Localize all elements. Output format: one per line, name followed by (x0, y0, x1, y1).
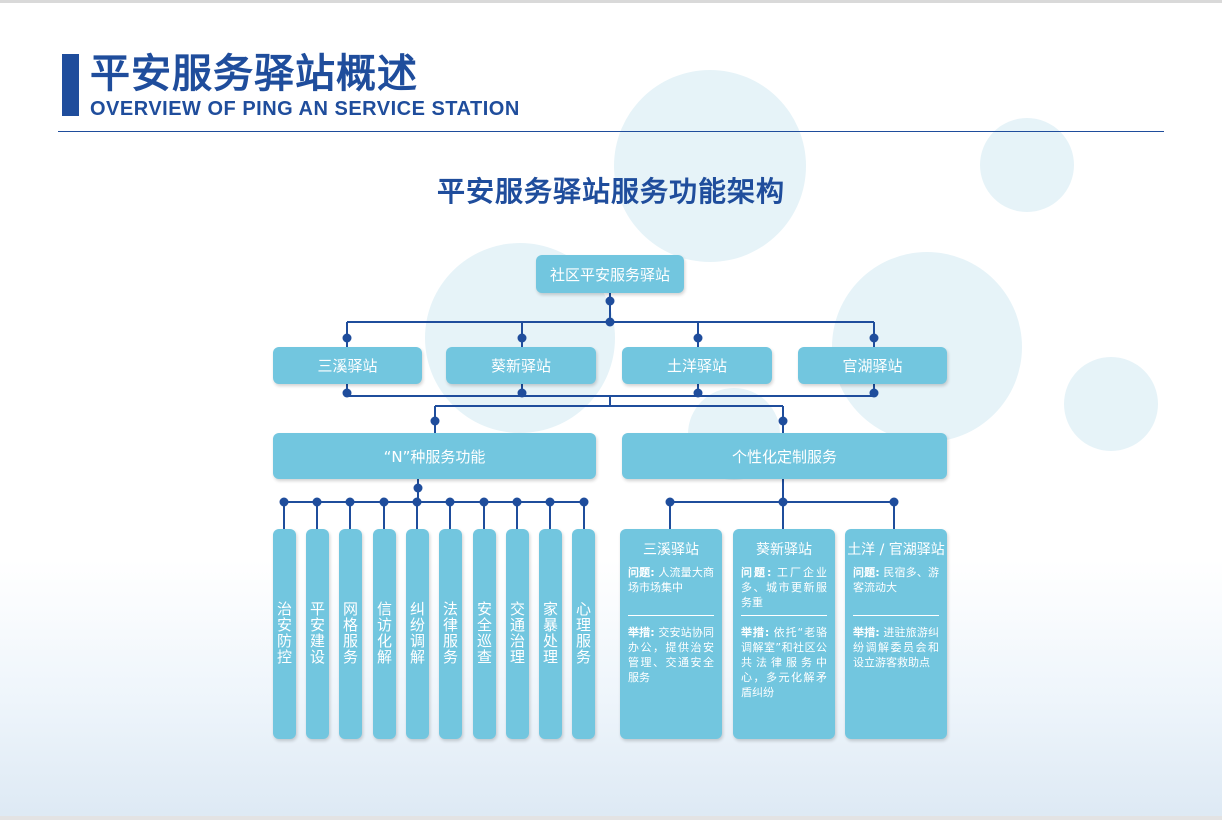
function-label: 家暴处理 (542, 600, 558, 666)
measure-label: 举措: (628, 626, 655, 639)
function-label: 法律服务 (442, 600, 458, 666)
function-box: 纠纷调解 (406, 529, 429, 739)
measure-text: 依托“老骆调解室”和社区公共法律服务中心，多元化解矛盾纠纷 (741, 626, 828, 699)
custom-measure: 举措: 交安站协同办公，提供治安管理、交通安全服务 (628, 625, 714, 685)
bottom-border (0, 816, 1222, 820)
custom-panel-sanxi: 三溪驿站 问题: 人流量大商场市场集中 举措: 交安站协同办公，提供治安管理、交… (620, 529, 722, 739)
measure-label: 举措: (741, 626, 770, 639)
custom-panel-title: 葵新驿站 (756, 542, 812, 558)
station-tuyang: 土洋驿站 (622, 347, 772, 384)
branch-n-services: “N”种服务功能 (273, 433, 596, 479)
function-label: 安全巡查 (476, 600, 492, 666)
custom-panel-tuyang-guanhu: 土洋 / 官湖驿站 问题: 民宿多、游客流动大 举措: 进驻旅游纠纷调解委员会和… (845, 529, 947, 739)
function-box: 网格服务 (339, 529, 362, 739)
page-subtitle: OVERVIEW OF PING AN SERVICE STATION (90, 98, 520, 120)
root-node: 社区平安服务驿站 (536, 255, 684, 293)
function-label: 平安建设 (309, 600, 325, 666)
custom-panel-kuixin: 葵新驿站 问题: 工厂企业多、城市更新服务重 举措: 依托“老骆调解室”和社区公… (733, 529, 835, 739)
problem-label: 问题: (628, 566, 655, 579)
title-accent-bar (62, 54, 79, 116)
top-border (0, 0, 1222, 3)
problem-text: 工厂企业多、城市更新服务重 (741, 566, 827, 609)
custom-measure: 举措: 依托“老骆调解室”和社区公共法律服务中心，多元化解矛盾纠纷 (741, 625, 827, 700)
function-box: 治安防控 (273, 529, 296, 739)
function-box: 平安建设 (306, 529, 329, 739)
custom-problem: 问题: 民宿多、游客流动大 (853, 565, 939, 595)
function-label: 交通治理 (509, 600, 525, 666)
panel-divider (853, 615, 939, 616)
measure-text: 交安站协同办公，提供治安管理、交通安全服务 (628, 626, 714, 684)
problem-label: 问题: (741, 566, 772, 579)
panel-divider (741, 615, 827, 616)
station-guanhu: 官湖驿站 (798, 347, 947, 384)
bg-bubble (614, 70, 806, 262)
measure-label: 举措: (853, 626, 880, 639)
bg-bubble (1064, 357, 1158, 451)
measure-text: 进驻旅游纠纷调解委员会和设立游客救助点 (853, 626, 939, 669)
function-box: 心理服务 (572, 529, 595, 739)
custom-measure: 举措: 进驻旅游纠纷调解委员会和设立游客救助点 (853, 625, 939, 670)
station-sanxi: 三溪驿站 (273, 347, 422, 384)
panel-divider (628, 615, 714, 616)
diagram-title: 平安服务驿站服务功能架构 (436, 175, 785, 208)
function-label: 心理服务 (575, 600, 591, 666)
page-title: 平安服务驿站概述 (90, 50, 418, 97)
function-label: 信访化解 (376, 600, 392, 666)
branch-custom-services: 个性化定制服务 (622, 433, 947, 479)
custom-problem: 问题: 工厂企业多、城市更新服务重 (741, 565, 827, 610)
function-box: 信访化解 (373, 529, 396, 739)
function-label: 纠纷调解 (409, 600, 425, 666)
station-kuixin: 葵新驿站 (446, 347, 596, 384)
custom-panel-title: 土洋 / 官湖驿站 (847, 542, 945, 558)
function-box: 家暴处理 (539, 529, 562, 739)
problem-text: 人流量大商场市场集中 (628, 566, 714, 594)
function-label: 治安防控 (276, 600, 292, 666)
header-divider (58, 131, 1164, 132)
function-box: 安全巡查 (473, 529, 496, 739)
problem-label: 问题: (853, 566, 880, 579)
custom-panel-title: 三溪驿站 (643, 542, 699, 558)
bg-bubble (980, 118, 1074, 212)
custom-problem: 问题: 人流量大商场市场集中 (628, 565, 714, 595)
function-box: 交通治理 (506, 529, 529, 739)
problem-text: 民宿多、游客流动大 (853, 566, 939, 594)
function-label: 网格服务 (342, 600, 358, 666)
function-box: 法律服务 (439, 529, 462, 739)
